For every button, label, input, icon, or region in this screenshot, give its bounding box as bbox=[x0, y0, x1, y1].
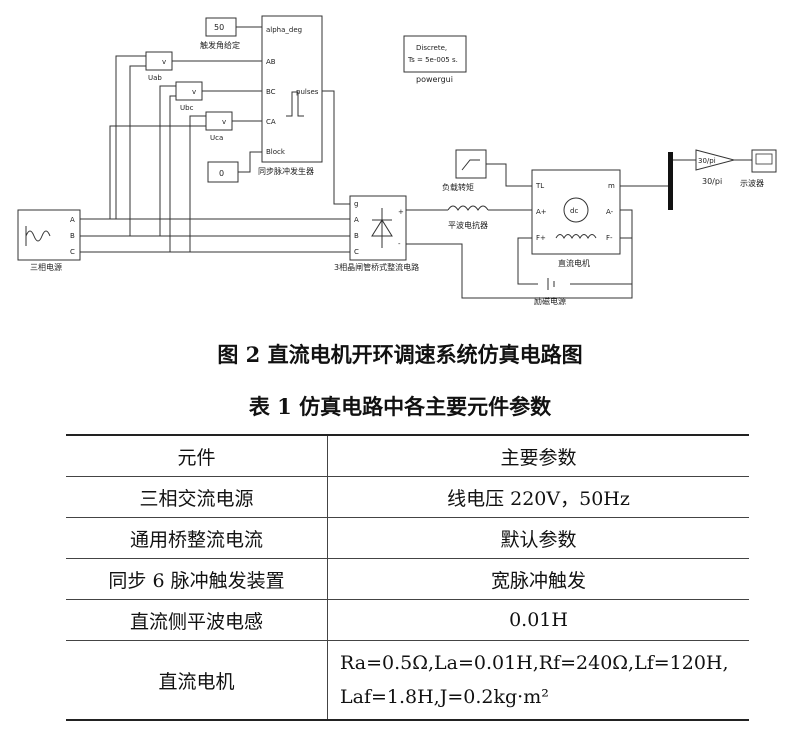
motor-params-line1: Ra=0.5Ω,La=0.01H,Rf=240Ω,Lf=120H, bbox=[340, 652, 729, 674]
motor-params: Ra=0.5Ω,La=0.01H,Rf=240Ω,Lf=120H, Laf=1.… bbox=[327, 640, 749, 721]
scope-label: 示波器 bbox=[740, 178, 764, 188]
row-value: 宽脉冲触发 bbox=[327, 558, 749, 600]
row-value: 线电压 220V，50Hz bbox=[327, 476, 749, 518]
powergui-label: powergui bbox=[416, 75, 453, 84]
svg-text:dc: dc bbox=[570, 207, 578, 215]
figure-caption: 图 2 直流电机开环调速系统仿真电路图 bbox=[217, 342, 583, 367]
svg-text:F-: F- bbox=[606, 234, 613, 242]
source-port-b: B bbox=[70, 232, 75, 240]
rectifier-label: 3相晶闸管桥式整流电路 bbox=[334, 262, 419, 272]
block-constant-value: 0 bbox=[219, 169, 224, 178]
motor-params-line2: Laf=1.8H,J=0.2kg·m² bbox=[340, 686, 549, 708]
svg-text:C: C bbox=[354, 248, 359, 256]
svg-text:pulses: pulses bbox=[296, 88, 319, 96]
table-row: 通用桥整流电流 默认参数 bbox=[66, 517, 749, 559]
source-label: 三相电源 bbox=[30, 262, 62, 272]
inductor-label: 平波电抗器 bbox=[448, 220, 488, 230]
demux-bar[interactable] bbox=[668, 152, 673, 210]
rectifier-block[interactable]: g A B C + - bbox=[349, 195, 407, 261]
simulink-diagram: A B C 三相电源 50 触发角给定 v Uab v Ubc v Uca 0 … bbox=[17, 15, 777, 306]
table-row: 直流侧平波电感 0.01H bbox=[66, 599, 749, 641]
voltage-measurement-uca[interactable]: v Uca bbox=[205, 111, 233, 142]
svg-text:m: m bbox=[608, 182, 615, 190]
svg-text:CA: CA bbox=[266, 118, 276, 126]
table-caption: 表 1 仿真电路中各主要元件参数 bbox=[248, 394, 552, 419]
svg-text:v: v bbox=[192, 88, 196, 96]
svg-text:BC: BC bbox=[266, 88, 276, 96]
svg-text:g: g bbox=[354, 200, 358, 208]
row-value: 默认参数 bbox=[327, 517, 749, 559]
alpha-constant-value: 50 bbox=[214, 23, 224, 32]
svg-text:Uca: Uca bbox=[210, 134, 223, 142]
table-row: 三相交流电源 线电压 220V，50Hz bbox=[66, 476, 749, 518]
alpha-label: 触发角给定 bbox=[200, 40, 240, 50]
source-port-c: C bbox=[70, 248, 75, 256]
table-header-row: 元件 主要参数 bbox=[66, 434, 749, 477]
row-name: 三相交流电源 bbox=[66, 476, 328, 518]
row-name: 通用桥整流电流 bbox=[66, 517, 328, 559]
svg-text:F+: F+ bbox=[536, 234, 546, 242]
svg-text:alpha_deg: alpha_deg bbox=[266, 26, 302, 34]
load-torque-block[interactable] bbox=[455, 149, 487, 179]
svg-text:+: + bbox=[398, 208, 404, 216]
gain-block[interactable]: 30/pi bbox=[695, 149, 736, 171]
svg-text:v: v bbox=[162, 58, 166, 66]
header-component: 元件 bbox=[66, 434, 328, 477]
svg-text:A-: A- bbox=[606, 208, 614, 216]
table-row-motor: 直流电机 Ra=0.5Ω,La=0.01H,Rf=240Ω,Lf=120H, L… bbox=[66, 640, 749, 721]
gain-label: 30/pi bbox=[702, 177, 722, 186]
dc-motor-block[interactable]: TL A+ F+ m A- F- dc bbox=[531, 169, 621, 255]
motor-label: 直流电机 bbox=[558, 258, 590, 268]
svg-text:-: - bbox=[398, 240, 401, 248]
source-port-a: A bbox=[70, 216, 75, 224]
header-params: 主要参数 bbox=[327, 434, 749, 477]
svg-text:B: B bbox=[354, 232, 359, 240]
three-phase-source-block[interactable]: A B C bbox=[17, 209, 81, 261]
row-name: 直流电机 bbox=[66, 640, 328, 721]
load-torque-label: 负载转矩 bbox=[442, 182, 474, 192]
smoothing-inductor[interactable] bbox=[447, 205, 489, 211]
svg-text:Ts = 5e-005 s.: Ts = 5e-005 s. bbox=[407, 56, 458, 64]
table-row: 同步 6 脉冲触发装置 宽脉冲触发 bbox=[66, 558, 749, 600]
scope-block[interactable] bbox=[751, 149, 777, 173]
svg-text:AB: AB bbox=[266, 58, 276, 66]
voltage-measurement-uab[interactable]: v Uab bbox=[145, 51, 173, 82]
parameter-table: 元件 主要参数 三相交流电源 线电压 220V，50Hz 通用桥整流电流 默认参… bbox=[66, 434, 749, 721]
voltage-measurement-ubc[interactable]: v Ubc bbox=[175, 81, 203, 112]
svg-text:Discrete,: Discrete, bbox=[416, 44, 447, 52]
powergui-block[interactable]: Discrete, Ts = 5e-005 s. bbox=[403, 35, 467, 73]
pulse-generator-block[interactable]: alpha_deg AB BC CA Block pulses bbox=[261, 15, 323, 163]
svg-text:A: A bbox=[354, 216, 359, 224]
svg-text:30/pi: 30/pi bbox=[698, 157, 716, 165]
svg-text:Ubc: Ubc bbox=[180, 104, 194, 112]
svg-text:TL: TL bbox=[535, 182, 544, 190]
field-source-label: 励磁电源 bbox=[534, 296, 566, 306]
svg-text:Block: Block bbox=[266, 148, 286, 156]
row-name: 直流侧平波电感 bbox=[66, 599, 328, 641]
svg-text:Uab: Uab bbox=[148, 74, 162, 82]
svg-text:A+: A+ bbox=[536, 208, 547, 216]
row-name: 同步 6 脉冲触发装置 bbox=[66, 558, 328, 600]
row-value: 0.01H bbox=[327, 599, 749, 641]
svg-text:v: v bbox=[222, 118, 226, 126]
pulse-generator-label: 同步脉冲发生器 bbox=[258, 166, 314, 176]
